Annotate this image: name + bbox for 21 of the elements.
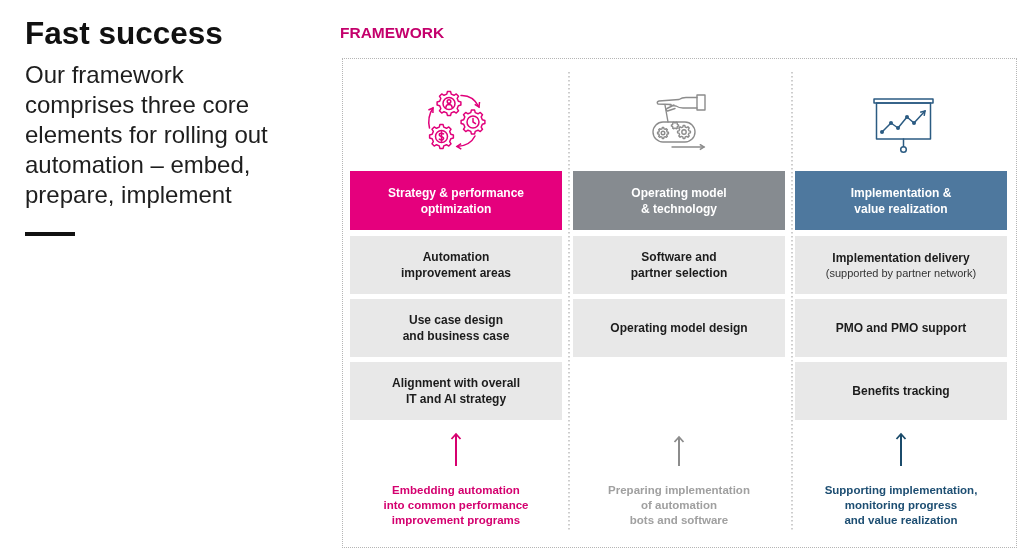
- arrow: [895, 433, 907, 467]
- task-card: PMO and PMO support: [795, 299, 1007, 357]
- task-card: Operating model design: [573, 299, 785, 357]
- task-card: Software and partner selection: [573, 236, 785, 294]
- category-header: Operating model & technology: [573, 171, 785, 230]
- outcome-text: Embedding automation into common performance improvement programs: [371, 483, 541, 528]
- category-header: Implementation & value realization: [795, 171, 1007, 230]
- section-heading: FRAMEWORK: [340, 24, 445, 42]
- outcome-text: Preparing implementation of automation bots and software: [601, 483, 757, 528]
- task-card: Use case design and business case: [350, 299, 562, 357]
- page-title: Fast success: [25, 14, 223, 52]
- subtitle-text: Our framework comprises three core elements for rolling out automation – embed, prepare, implement: [25, 60, 269, 210]
- task-card: Automation improvement areas: [350, 236, 562, 294]
- task-card: Alignment with overall IT and AI strategy: [350, 362, 562, 420]
- task-card: Benefits tracking: [795, 362, 1007, 420]
- item-note: (supported by partner network): [825, 266, 977, 280]
- item-title: Implementation delivery: [832, 250, 970, 266]
- arrow: [450, 433, 462, 467]
- outcome-text: Supporting implementation, monitoring progress and value realization: [816, 483, 986, 528]
- arrow: [673, 436, 685, 467]
- category-header: Strategy & performance optimization: [350, 171, 562, 230]
